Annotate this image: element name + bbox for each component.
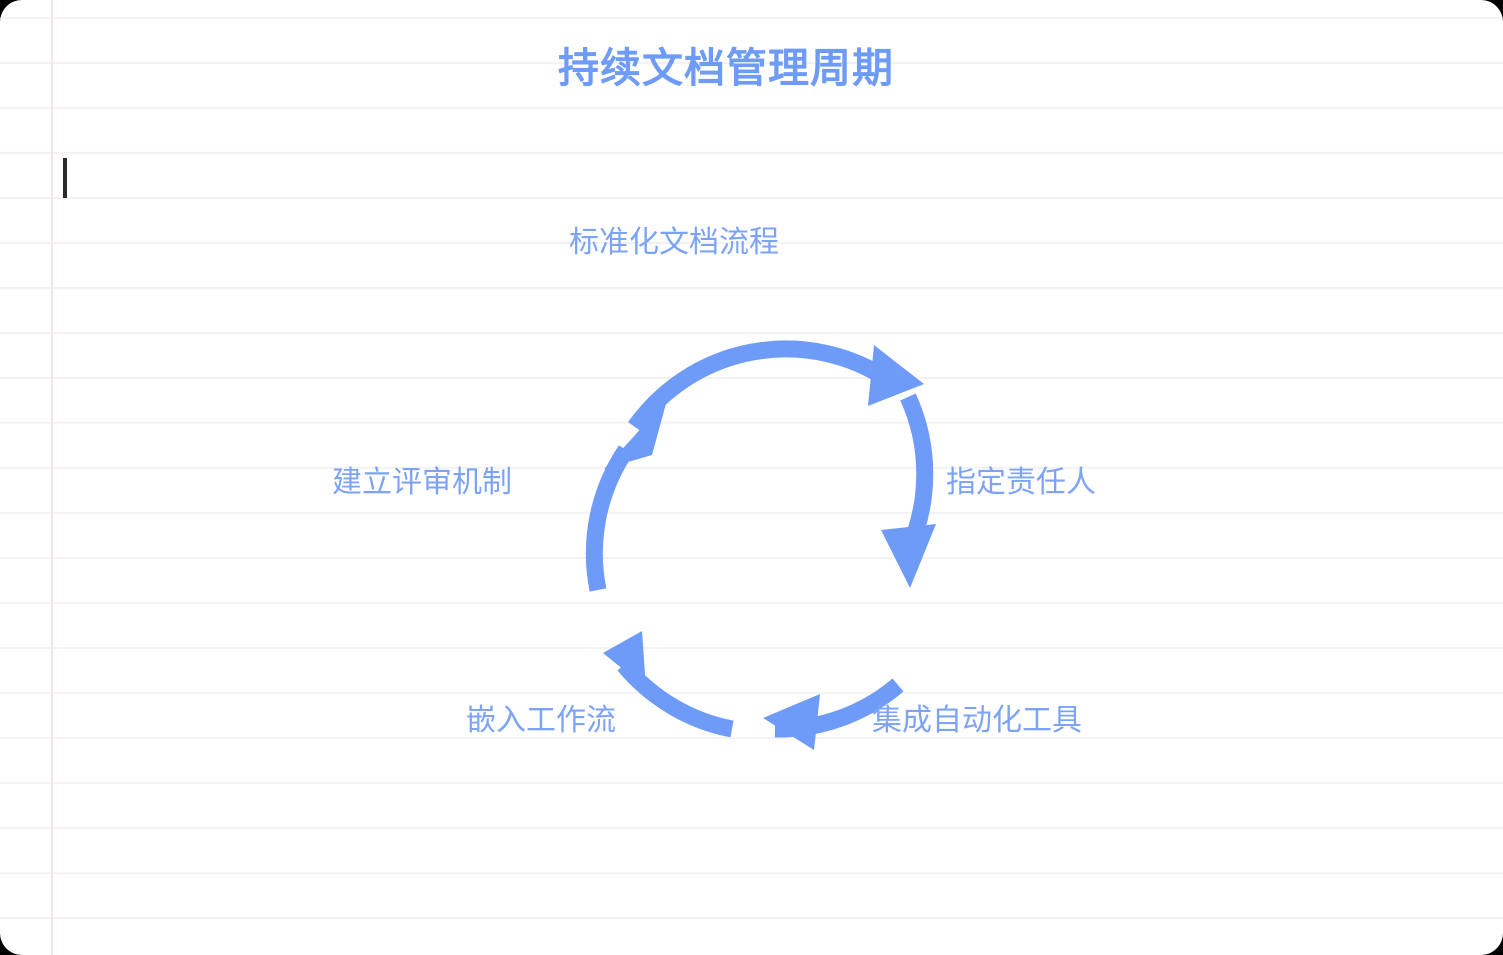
cycle-label-integrate-automation: 集成自动化工具 xyxy=(872,704,1082,737)
cycle-label-review-mechanism: 建立评审机制 xyxy=(332,466,512,499)
cycle-label-standardize: 标准化文档流程 xyxy=(569,226,779,259)
margin-rule-line xyxy=(51,0,53,955)
cycle-arrow-3-icon xyxy=(763,678,904,750)
page-title: 持续文档管理周期 xyxy=(558,45,894,91)
cycle-arrow-4-icon xyxy=(603,631,734,738)
text-caret[interactable] xyxy=(63,158,67,198)
cycle-diagram: 标准化文档流程 指定责任人 集成自动化工具 嵌入工作流 建立评审机制 xyxy=(52,0,1503,955)
cycle-label-embed-workflow: 嵌入工作流 xyxy=(466,704,616,737)
cycle-arrow-1-icon xyxy=(628,340,924,432)
page-content: 持续文档管理周期 xyxy=(52,0,1503,955)
cycle-arrows-svg xyxy=(585,340,936,750)
cycle-arrow-2-icon xyxy=(881,393,936,588)
cycle-label-assign-owner: 指定责任人 xyxy=(946,466,1096,499)
cycle-arrow-5-icon xyxy=(585,400,667,592)
